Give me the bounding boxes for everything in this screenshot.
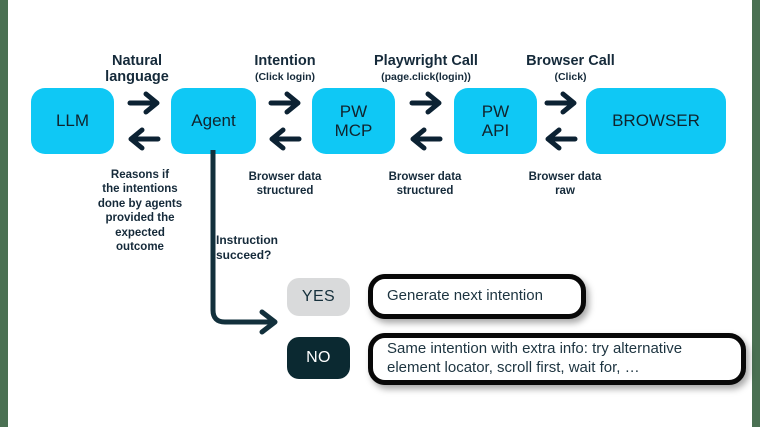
node-label: BROWSER xyxy=(612,111,700,131)
node-label: LLM xyxy=(55,111,90,131)
badge-no[interactable]: NO xyxy=(287,337,350,379)
return-label-browser-data-structured-2: Browser data structured xyxy=(388,171,462,198)
arrow-right-pwmcp-to-pwapi xyxy=(409,91,442,115)
node-label: PW API xyxy=(481,101,510,140)
badge-label: YES xyxy=(301,288,336,305)
node-llm[interactable]: LLM xyxy=(31,88,114,154)
arrow-left-agent-to-llm xyxy=(128,127,161,151)
node-browser[interactable]: BROWSER xyxy=(586,88,726,154)
arrow-left-pwapi-to-pwmcp xyxy=(410,127,443,151)
flow-label-sub: (Click login) xyxy=(254,71,316,84)
diagram-canvas: Natural language Intention (Click login)… xyxy=(8,0,752,427)
arrow-right-llm-to-agent xyxy=(127,91,160,115)
arrow-right-pwapi-to-browser xyxy=(544,91,577,115)
flow-label-intention: Intention (Click login) xyxy=(230,36,340,100)
node-label: PW MCP xyxy=(334,101,373,140)
node-label: Agent xyxy=(191,111,236,131)
flow-label-title: Natural language xyxy=(105,52,169,86)
return-label-browser-data-structured-1: Browser data structured xyxy=(248,171,322,198)
node-pw-mcp[interactable]: PW MCP xyxy=(312,88,395,154)
flow-label-title: Browser Call xyxy=(526,52,615,69)
flow-label-natural-language: Natural language xyxy=(82,36,192,86)
connector-agent-to-decision xyxy=(210,150,278,335)
flow-label-playwright-call: Playwright Call (page.click(login)) xyxy=(351,36,501,100)
arrow-right-agent-to-pwmcp xyxy=(268,91,301,115)
flow-label-title: Playwright Call xyxy=(374,52,478,69)
node-agent[interactable]: Agent xyxy=(171,88,256,154)
flow-label-sub: (page.click(login)) xyxy=(381,71,471,84)
node-pw-api[interactable]: PW API xyxy=(454,88,537,154)
flow-label-browser-call: Browser Call (Click) xyxy=(503,36,638,100)
return-label-reasons: Reasons if the intentions done by agents… xyxy=(97,169,183,254)
card-text: Generate next intention xyxy=(387,287,543,305)
card-generate-next-intention[interactable]: Generate next intention xyxy=(368,274,586,319)
return-label-browser-data-raw: Browser data raw xyxy=(528,171,602,198)
badge-label: NO xyxy=(306,349,331,366)
badge-yes[interactable]: YES xyxy=(287,278,350,316)
card-text: Same intention with extra info: try alte… xyxy=(387,340,683,376)
arrow-left-pwmcp-to-agent xyxy=(269,127,302,151)
card-same-intention-extra-info[interactable]: Same intention with extra info: try alte… xyxy=(368,333,746,385)
arrow-left-browser-to-pwapi xyxy=(545,127,578,151)
flow-label-title: Intention xyxy=(254,52,316,69)
flow-label-sub: (Click) xyxy=(554,71,587,84)
decision-question: Instruction succeed? xyxy=(216,233,278,263)
